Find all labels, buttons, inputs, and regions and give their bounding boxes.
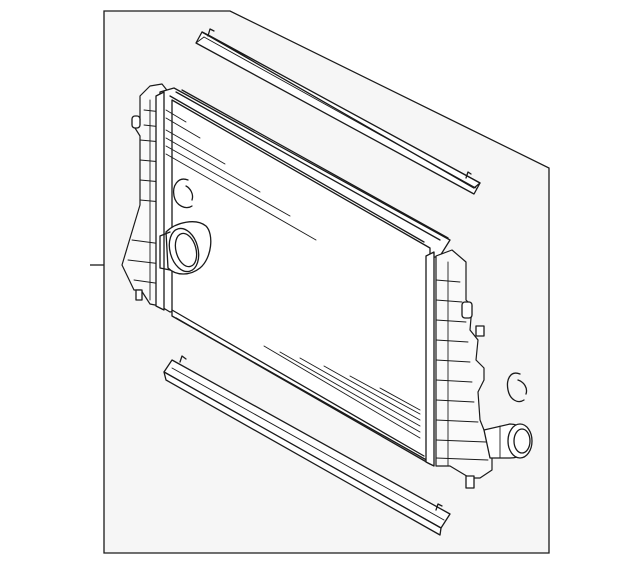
left-mount-pins (131, 115, 143, 301)
core-fin-lines-lower (263, 345, 421, 439)
intercooler-core (121, 83, 533, 489)
right-mount-pins (461, 301, 485, 489)
left-o-ring (172, 178, 194, 209)
upper-bracket (195, 28, 481, 195)
right-outlet-pipe (483, 423, 533, 459)
core-fin-lines-upper (165, 109, 317, 241)
right-side-plate (425, 251, 435, 467)
lower-bracket (163, 355, 451, 536)
left-side-plate (155, 91, 165, 311)
right-tank-ribs (435, 261, 489, 467)
left-inlet-pipe (159, 221, 212, 275)
right-o-ring (506, 372, 528, 403)
